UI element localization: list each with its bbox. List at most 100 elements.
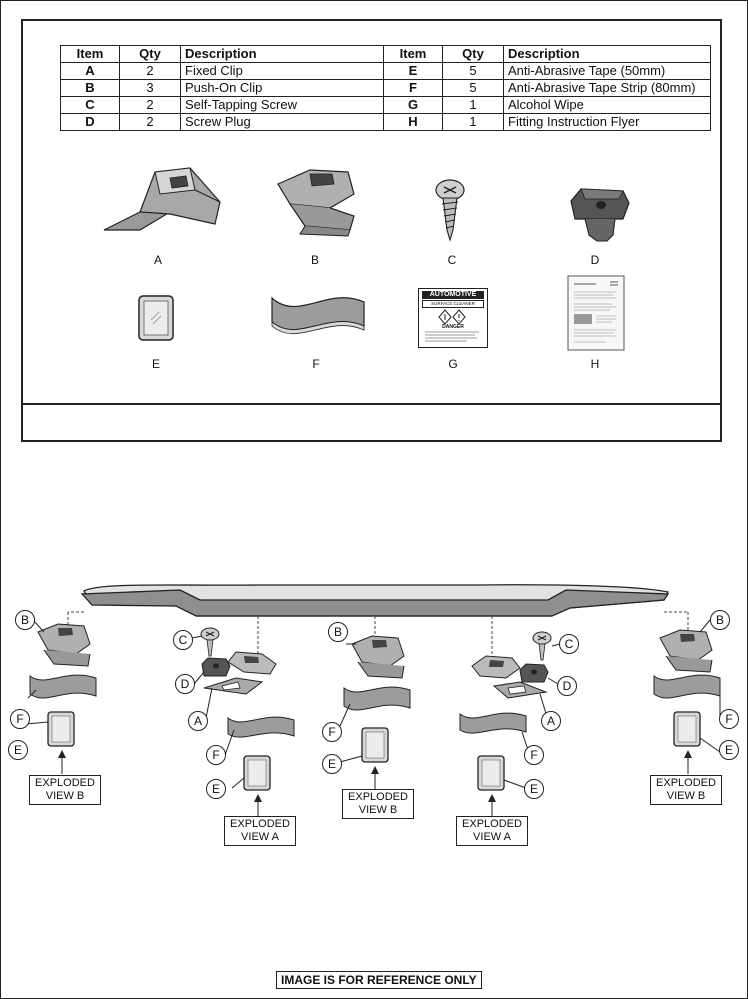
exploded-view-a-label: EXPLODED VIEW A (224, 816, 296, 846)
qty-cell: 3 (119, 79, 181, 97)
reference-only-note: IMAGE IS FOR REFERENCE ONLY (276, 971, 482, 989)
table-header-row: Item Qty Description Item Qty Descriptio… (60, 45, 711, 63)
qty-cell: 1 (442, 113, 504, 131)
header-description: Description (503, 45, 711, 63)
table-row: D 2 Screw Plug H 1 Fitting Instruction F… (60, 113, 711, 131)
item-cell: A (60, 62, 120, 80)
fitting-instruction-flyer-image (567, 275, 625, 351)
description-cell: Fitting Instruction Flyer (503, 113, 711, 131)
alcohol-wipe-image: AUTOMOTIVE SURFACE CLEANER DANGER (418, 288, 488, 348)
fixed-clip-image (103, 167, 221, 231)
exploded-group-left-b (29, 623, 97, 774)
item-cell: G (383, 96, 443, 114)
exploded-label-line1: EXPLODED (348, 791, 408, 803)
hazard-icon (438, 309, 466, 325)
self-tapping-screw-image (435, 179, 465, 242)
description-cell: Alcohol Wipe (503, 96, 711, 114)
exploded-label-line2: VIEW A (473, 831, 511, 843)
description-cell: Push-On Clip (180, 79, 384, 97)
wipe-warning-text: DANGER (442, 324, 464, 330)
qty-cell: 5 (442, 79, 504, 97)
component-label-b: B (310, 253, 319, 267)
exploded-label-line2: VIEW B (358, 804, 398, 816)
callout-f: F (524, 745, 544, 765)
exploded-label-line1: EXPLODED (35, 777, 95, 789)
callout-d: D (175, 674, 195, 694)
exploded-label-line1: EXPLODED (462, 818, 522, 830)
exploded-group-right-a (459, 631, 552, 816)
table-row: B 3 Push-On Clip F 5 Anti-Abrasive Tape … (60, 79, 711, 97)
exploded-view-b-label: EXPLODED VIEW B (342, 789, 414, 819)
exploded-label-line2: VIEW A (241, 831, 279, 843)
component-label-e: E (151, 357, 160, 371)
exploded-label-line1: EXPLODED (230, 818, 290, 830)
callout-e: E (206, 779, 226, 799)
spoiler-image (80, 584, 670, 617)
parts-table: Item Qty Description Item Qty Descriptio… (60, 45, 711, 131)
exploded-label-line1: EXPLODED (656, 777, 716, 789)
callout-e: E (524, 779, 544, 799)
description-cell: Anti-Abrasive Tape Strip (80mm) (503, 79, 711, 97)
fitting-leader-lines (67, 611, 689, 668)
qty-cell: 5 (442, 62, 504, 80)
exploded-group-right-b (653, 629, 721, 774)
qty-cell: 2 (119, 113, 181, 131)
description-cell: Self-Tapping Screw (180, 96, 384, 114)
exploded-view-b-label: EXPLODED VIEW B (650, 775, 722, 805)
callout-b: B (328, 622, 348, 642)
qty-cell: 1 (442, 96, 504, 114)
callout-f: F (322, 722, 342, 742)
exploded-label-line2: VIEW B (666, 790, 706, 802)
exploded-fitting-diagram (25, 584, 721, 816)
header-item: Item (383, 45, 443, 63)
item-cell: C (60, 96, 120, 114)
callout-b: B (710, 610, 730, 630)
exploded-view-a-label: EXPLODED VIEW A (456, 816, 528, 846)
callout-c: C (559, 634, 579, 654)
callout-f: F (206, 745, 226, 765)
description-cell: Anti-Abrasive Tape (50mm) (503, 62, 711, 80)
component-label-a: A (153, 253, 162, 267)
item-cell: H (383, 113, 443, 131)
item-cell: D (60, 113, 120, 131)
callout-e: E (322, 754, 342, 774)
exploded-group-center-b (343, 635, 411, 790)
component-label-h: H (590, 357, 600, 371)
wipe-subtitle-text: SURFACE CLEANER (422, 300, 484, 308)
description-cell: Screw Plug (180, 113, 384, 131)
callout-a: A (188, 711, 208, 731)
component-label-f: F (312, 357, 320, 371)
qty-cell: 2 (119, 62, 181, 80)
callout-d: D (557, 676, 577, 696)
callout-f: F (719, 709, 739, 729)
callout-b: B (15, 610, 35, 630)
header-qty: Qty (442, 45, 504, 63)
callout-c: C (173, 630, 193, 650)
item-cell: E (383, 62, 443, 80)
qty-cell: 2 (119, 96, 181, 114)
callout-f: F (10, 709, 30, 729)
kit-contents-box (21, 19, 722, 442)
item-cell: B (60, 79, 120, 97)
header-description: Description (180, 45, 384, 63)
push-on-clip-image (277, 169, 355, 237)
component-label-g: G (448, 357, 458, 371)
exploded-label-line2: VIEW B (45, 790, 85, 802)
table-row: A 2 Fixed Clip E 5 Anti-Abrasive Tape (5… (60, 62, 711, 80)
callout-e: E (719, 740, 739, 760)
header-item: Item (60, 45, 120, 63)
wipe-fine-print (425, 331, 479, 342)
anti-abrasive-tape-strip-image (271, 296, 365, 335)
callout-e: E (8, 740, 28, 760)
callout-a: A (541, 711, 561, 731)
header-qty: Qty (119, 45, 181, 63)
exploded-view-b-label: EXPLODED VIEW B (29, 775, 101, 805)
screw-plug-image (570, 188, 630, 242)
kit-box-divider (21, 403, 722, 405)
component-label-d: D (590, 253, 600, 267)
exploded-group-left-a (200, 627, 295, 816)
item-cell: F (383, 79, 443, 97)
table-row: C 2 Self-Tapping Screw G 1 Alcohol Wipe (60, 96, 711, 114)
description-cell: Fixed Clip (180, 62, 384, 80)
wipe-brand-text: AUTOMOTIVE (422, 291, 484, 299)
